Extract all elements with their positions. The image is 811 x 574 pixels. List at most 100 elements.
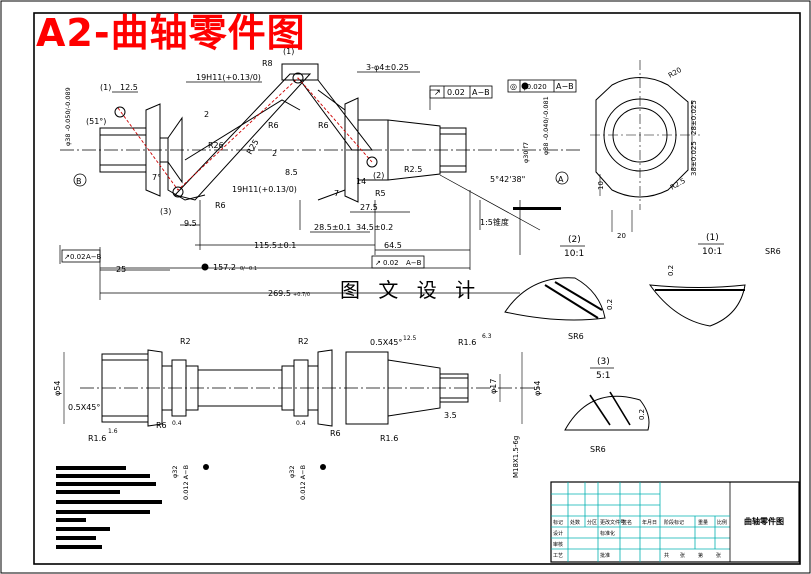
- tb-count: 处数: [570, 519, 580, 526]
- detail-3-dim: 0.2: [638, 409, 646, 420]
- tb-sheets: 张: [680, 552, 685, 559]
- dim-19h11-top: 19H11(+0.13/0): [196, 73, 261, 82]
- dim-27-5: 27.5: [360, 203, 378, 212]
- tb-sheet: 张: [716, 552, 721, 559]
- side-h20: 20: [617, 232, 626, 240]
- bot-3-5: 3.5: [444, 411, 457, 420]
- dim-9-5: 9.5: [184, 219, 197, 228]
- tb-zone: 分区: [587, 519, 597, 526]
- tb-design: 设计: [553, 530, 563, 537]
- bot-tol-a: 0.012 A−B: [182, 465, 190, 500]
- bot-phi54-right: φ54: [533, 381, 542, 396]
- concentricity-symbol: ◎: [510, 82, 517, 91]
- redacted-notes: [56, 466, 162, 549]
- tb-date: 年月日: [642, 519, 657, 526]
- dim-taper-angle: 5°42'38": [490, 175, 525, 184]
- side-view: [590, 60, 700, 232]
- dim-phi30: φ30 f7: [522, 142, 530, 163]
- mid-runout-symbol: ↗: [375, 259, 381, 267]
- top-dim-texts: 12.5 19H11(+0.13/0) R8 3-φ4±0.25 R6 R6 R…: [64, 59, 550, 298]
- bot-r1-6-right: R1.6: [380, 434, 398, 443]
- bot-0-4-b: 0.4: [296, 420, 306, 427]
- concentricity-ref: A−B: [556, 82, 574, 91]
- side-v28: 28±0.025: [690, 100, 698, 135]
- detail-2-scale: 10:1: [564, 249, 584, 259]
- datum-a: A: [555, 171, 569, 185]
- datum-b: B: [73, 173, 87, 187]
- tb-change: 更改文件号: [600, 519, 625, 526]
- concentricity-value: φ0.020: [522, 83, 547, 91]
- dim-r6-b: R6: [215, 201, 226, 210]
- side-v38: 38±0.025: [690, 141, 698, 176]
- detail-3-label: (3): [597, 357, 610, 367]
- detail-2-sr: SR6: [568, 332, 584, 341]
- dim-r5: R5: [375, 189, 386, 198]
- dim-157-2: 157.2: [213, 263, 236, 272]
- circled-3: (3): [160, 207, 171, 216]
- tb-review: 审核: [553, 541, 563, 548]
- dim-34-5: 34.5±0.2: [356, 223, 393, 232]
- detail-2-dim: 0.2: [606, 299, 614, 310]
- dim-phi38-left: φ38 -0.050/-0.089: [64, 87, 72, 146]
- tb-process: 工艺: [553, 553, 563, 559]
- detail-1: (1) 10:1 SR6 0.2: [648, 233, 781, 327]
- dim-2b: 2: [272, 149, 277, 158]
- bot-0-4-a: 0.4: [172, 420, 182, 427]
- datum-b-label: B: [76, 177, 82, 186]
- runout-ref: A−B: [472, 88, 490, 97]
- bottom-dim-texts: 0.5X45° 0.5X45° R1.6 R1.6 R1.6 R2 R2 R6 …: [53, 333, 542, 500]
- top-view: [60, 63, 580, 271]
- datum-a-label: A: [558, 175, 564, 184]
- dim-r6-c: R6: [318, 121, 329, 130]
- tol-frame-runout: ↗ 0.02 A−B: [429, 85, 493, 99]
- dim-25: 25: [116, 265, 126, 274]
- side-h10: 10: [597, 181, 605, 190]
- rough-6-3: 6.3: [482, 333, 492, 340]
- detail-1-dim: 0.2: [667, 265, 675, 276]
- dim-115-5: 115.5±0.1: [254, 241, 296, 250]
- dim-phi38-right: φ38 -0.040/-0.081: [542, 96, 550, 155]
- tol-frame-left: ↗ 0.02 A−B: [61, 249, 102, 263]
- tb-mark: 标记: [553, 519, 563, 526]
- bot-phi54-left: φ54: [53, 381, 62, 396]
- detail-2: (2) 10:1 SR6 0.2: [504, 235, 614, 341]
- tol-frame-concentricity: ◎ φ0.020 A−B: [507, 79, 577, 93]
- tb-approve: 批准: [600, 552, 610, 559]
- drawing-title: A2-曲轴零件图: [36, 11, 306, 55]
- circled-2: (2): [373, 171, 384, 180]
- detail-1-sr: SR6: [765, 247, 781, 256]
- bot-thread: M18X1.5-6g: [512, 436, 520, 478]
- dim-19h11-bot: 19H11(+0.13/0): [232, 185, 297, 194]
- dim-7deg: 7°: [152, 173, 161, 182]
- dim-r2-5: R2.5: [404, 165, 422, 174]
- dim-taper: 1:5锥度: [480, 217, 509, 227]
- bot-r2-a: R2: [180, 337, 191, 346]
- dim-r6-a: R6: [268, 121, 279, 130]
- bot-r1-6-left: R1.6: [88, 434, 106, 443]
- circled-labels: (1) (2) (3) (1): [100, 47, 384, 216]
- runout-value: 0.02: [447, 88, 465, 97]
- tb-part-name: 曲轴零件图: [744, 516, 784, 526]
- tol-frame-mid: ↗ 0.02 A−B: [371, 255, 425, 269]
- left-runout-ref: A−B: [86, 253, 102, 261]
- bot-phi17: φ17: [489, 379, 498, 394]
- dim-r26: R26: [208, 141, 224, 150]
- inner-border: [33, 12, 801, 565]
- tb-sign: 签名: [622, 519, 632, 526]
- dim-51: (51°): [86, 117, 106, 126]
- detail-3-scale: 5:1: [596, 371, 610, 381]
- dim-12-5: 12.5: [120, 83, 138, 92]
- circled-1b: (1): [283, 47, 294, 56]
- dim-r8: R8: [262, 59, 273, 68]
- bot-r6-b: R6: [330, 429, 341, 438]
- tb-total: 共: [664, 552, 669, 559]
- detail-1-label: (1): [706, 233, 719, 243]
- dim-269-tol: +0.7/0: [293, 292, 310, 298]
- bot-phi32-a: φ32: [171, 465, 179, 478]
- dim-2a: 2: [204, 110, 209, 119]
- tb-scale: 比例: [717, 519, 727, 526]
- bottom-view: [63, 349, 540, 427]
- detail-1-scale: 10:1: [702, 247, 722, 257]
- bot-r2-b: R2: [298, 337, 309, 346]
- left-runout-symbol: ↗: [64, 253, 70, 261]
